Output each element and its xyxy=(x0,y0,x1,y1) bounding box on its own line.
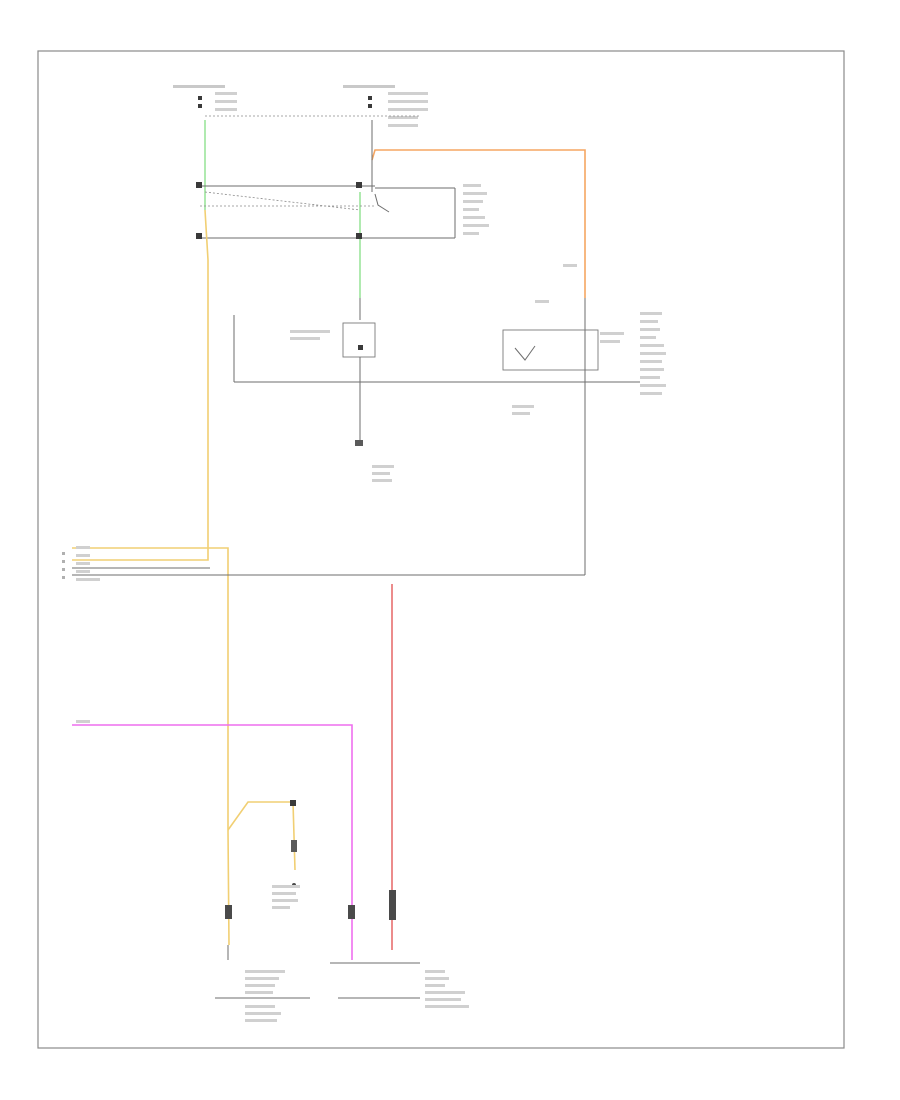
diagram-frame xyxy=(37,50,845,1049)
wire-pink xyxy=(72,724,353,960)
harness-left xyxy=(62,546,585,581)
fuse-block-right xyxy=(343,85,428,127)
time-relay xyxy=(502,264,666,575)
wire-orange xyxy=(371,149,586,298)
bottom-connector-right xyxy=(330,890,469,1008)
fuse-block-left xyxy=(173,85,237,111)
compressor-clutch xyxy=(290,298,394,482)
pink-wire-tag xyxy=(76,720,90,723)
bottom-connector-left xyxy=(215,905,310,1022)
sensor-splice xyxy=(227,800,300,909)
wire-yellow-trunk xyxy=(72,209,209,561)
wire-yellow-branch xyxy=(72,547,230,946)
switch-block xyxy=(196,182,489,239)
